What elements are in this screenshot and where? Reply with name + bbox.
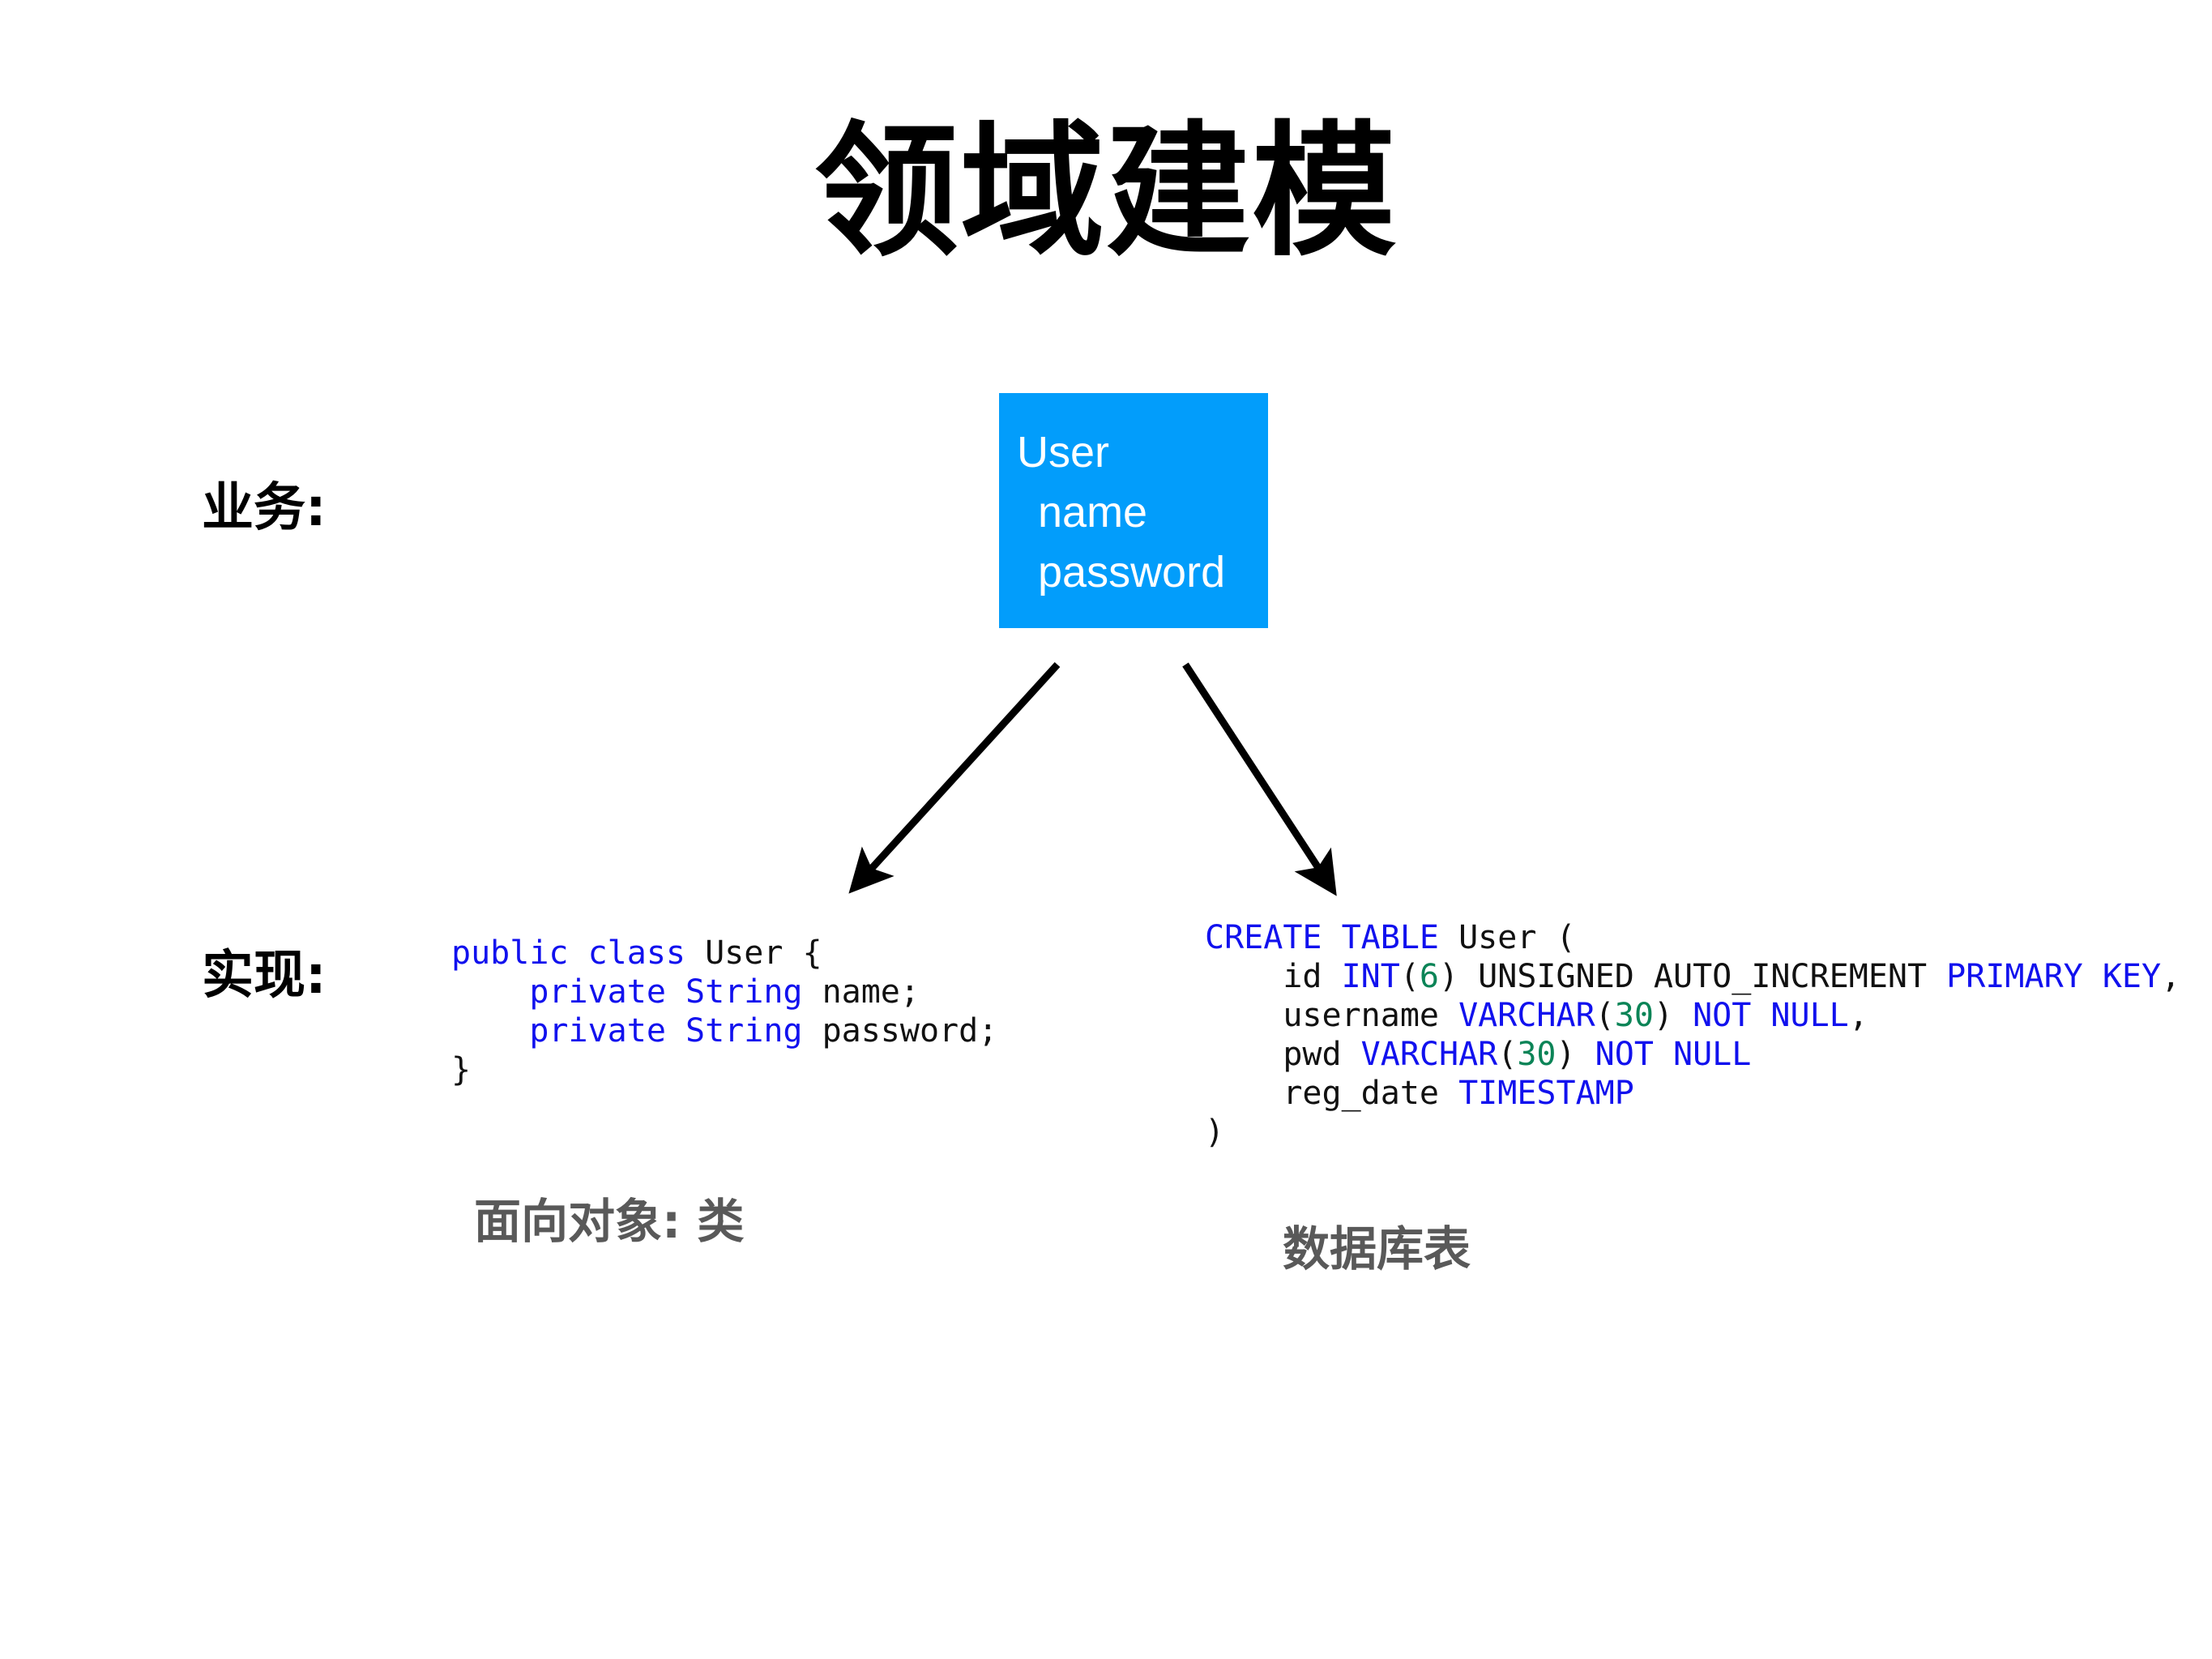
code-block-sql: CREATE TABLE User ( id INT(6) UNSIGNED A… — [1205, 918, 2180, 1152]
arrow-to-table-icon — [1182, 662, 1337, 896]
caption-database-table: 数据库表 — [1283, 1221, 1471, 1276]
caption-object-oriented: 面向对象: 类 — [474, 1194, 745, 1249]
sql-l2-column: id — [1205, 958, 1342, 995]
row-label-implementation: 实现: — [202, 946, 327, 1006]
java-line3-rest: password; — [822, 1012, 998, 1050]
entity-field-password: password — [1038, 548, 1226, 596]
java-line4: } — [451, 1051, 472, 1088]
sql-l5-type: TIMESTAMP — [1458, 1075, 1634, 1112]
sql-l2-paren-open: ( — [1399, 958, 1420, 995]
sql-l2-size: 6 — [1419, 958, 1440, 995]
sql-l1-keyword: CREATE TABLE — [1205, 919, 1459, 956]
java-line1-rest: User { — [705, 934, 822, 972]
code-block-java: public class User { private String name;… — [451, 934, 997, 1089]
sql-l2-modifiers: ) UNSIGNED AUTO_INCREMENT — [1439, 958, 1947, 995]
sql-l6-close-paren: ) — [1205, 1114, 1225, 1151]
sql-l2-primary-key: PRIMARY KEY — [1946, 958, 2162, 995]
sql-l3-paren-open: ( — [1595, 997, 1615, 1034]
sql-l4-column: pwd — [1205, 1036, 1361, 1073]
java-line2-keyword: private String — [451, 973, 822, 1011]
sql-l5-column: reg_date — [1205, 1075, 1459, 1112]
sql-l2-type: INT — [1341, 958, 1400, 995]
java-line3-keyword: private String — [451, 1012, 822, 1050]
arrow-to-class-icon — [848, 661, 1061, 894]
sql-l4-type: VARCHAR — [1360, 1036, 1498, 1073]
sql-l3-column: username — [1205, 997, 1459, 1034]
sql-l4-paren-open: ( — [1497, 1036, 1518, 1073]
java-line1-keyword: public class — [451, 934, 706, 972]
sql-l4-size: 30 — [1517, 1036, 1557, 1073]
sql-l2-comma: , — [2161, 958, 2181, 995]
sql-l3-paren-close: ) — [1653, 997, 1693, 1034]
entity-field-name: name — [1038, 488, 1148, 537]
sql-l4-paren-close: ) — [1556, 1036, 1595, 1073]
sql-l4-not-null: NOT NULL — [1595, 1036, 1752, 1073]
entity-box-user: User name password — [999, 393, 1268, 628]
sql-l3-type: VARCHAR — [1458, 997, 1595, 1034]
page-title: 领域建模 — [814, 108, 1398, 276]
sql-l3-comma: , — [1848, 997, 1868, 1034]
row-label-business: 业务: — [202, 478, 327, 538]
sql-l3-not-null: NOT NULL — [1693, 997, 1849, 1034]
sql-l1-rest: User ( — [1458, 919, 1576, 956]
sql-l3-size: 30 — [1614, 997, 1654, 1034]
entity-name: User — [1017, 428, 1110, 477]
java-line2-rest: name; — [822, 973, 920, 1011]
